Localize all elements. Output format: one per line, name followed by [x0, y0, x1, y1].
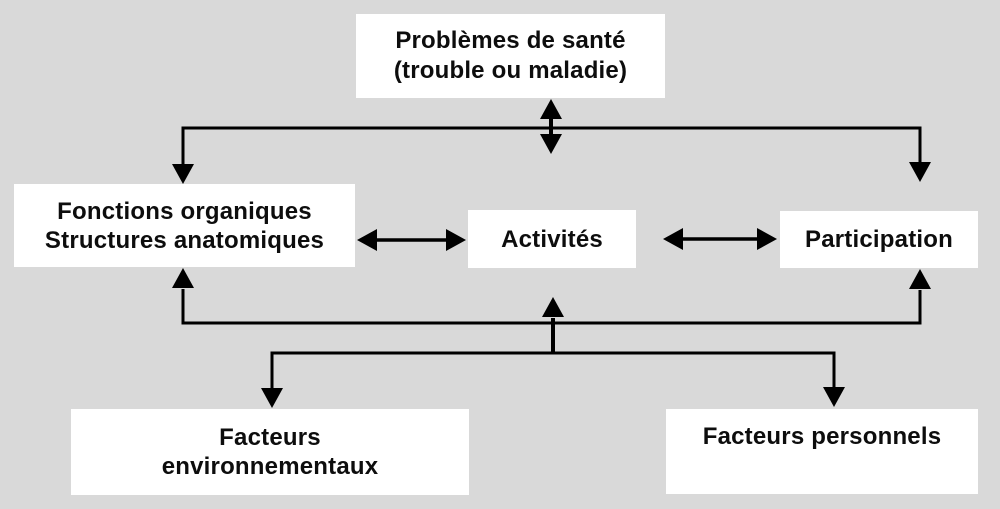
arrowhead-down-to-environment [261, 388, 283, 408]
connector-factors-line [261, 351, 845, 408]
arrowhead-up-to-activities [542, 297, 564, 317]
node-personal-factors-line1: Facteurs personnels [702, 423, 942, 450]
node-body-functions-structures: Fonctions organiques Structures anatomiq… [14, 184, 355, 267]
node-participation-line1: Participation [805, 226, 953, 253]
node-body-functions-line2: Structures anatomiques [44, 226, 325, 254]
node-personal-factors: Facteurs personnels [666, 409, 978, 494]
arrow-factors-to-activities [542, 297, 564, 353]
connector-line-bottom [270, 351, 836, 389]
arrowhead-left-to-body [357, 229, 377, 251]
arrowhead-right-to-activities [446, 229, 466, 251]
arrow-body-activities [357, 229, 466, 251]
arrow-activities-participation [663, 228, 777, 250]
node-activities-line1: Activités [501, 225, 603, 253]
node-activities: Activités [468, 210, 636, 268]
node-body-functions-line1: Fonctions organiques [57, 197, 312, 225]
node-health-condition-line1: Problèmes de santé [395, 27, 626, 54]
node-health-condition: Problèmes de santé (trouble ou maladie) [356, 14, 665, 98]
arrowhead-up-to-health [540, 99, 562, 119]
node-health-condition-line2: (trouble ou maladie) [393, 57, 628, 84]
arrowhead-right-to-participation [757, 228, 777, 250]
node-participation: Participation [780, 211, 978, 268]
arrowhead-down-to-personal [823, 387, 845, 407]
node-environmental-factors: Facteurs environnementaux [71, 409, 469, 495]
node-environmental-factors-line2: environnementaux [161, 453, 379, 480]
arrowhead-down-to-body [172, 164, 194, 184]
arrowhead-down-to-participation [909, 162, 931, 182]
arrowhead-up-to-participation [909, 269, 931, 289]
arrowhead-left-to-activities [663, 228, 683, 250]
arrow-health-vertical-link [540, 99, 562, 154]
node-environmental-factors-line1: Facteurs [219, 424, 321, 451]
arrowhead-up-to-body [172, 268, 194, 288]
arrowhead-down-from-health [540, 134, 562, 154]
